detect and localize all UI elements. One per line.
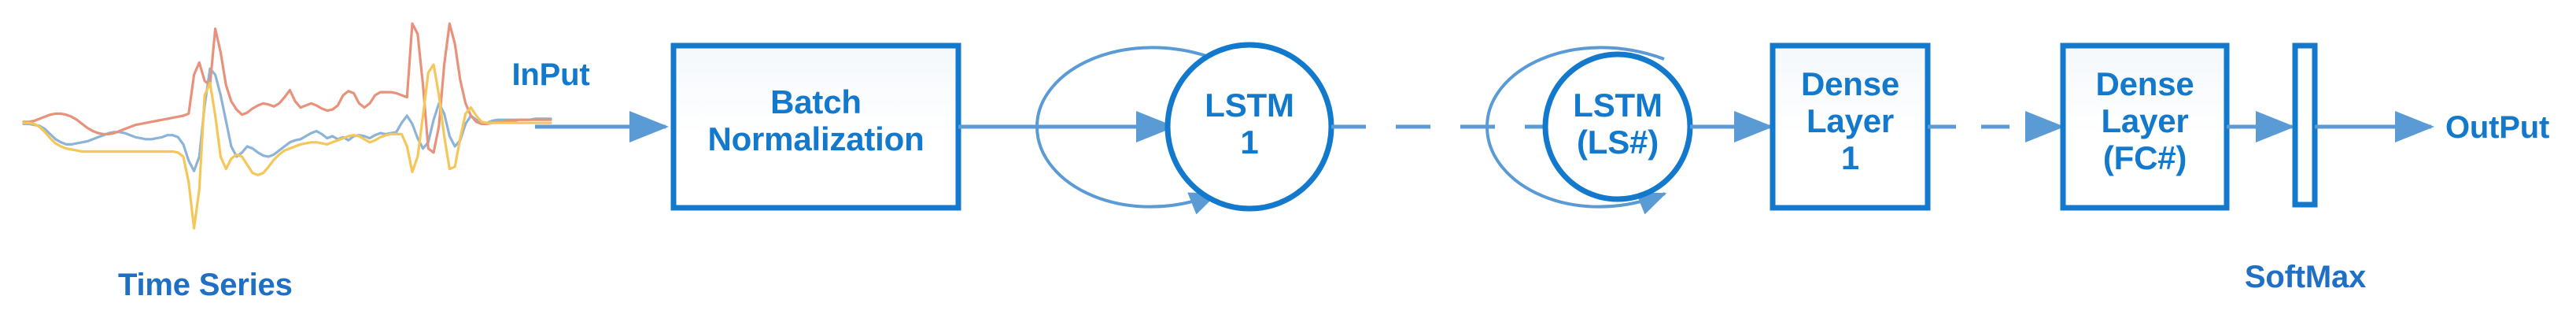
- series-line-channel-1: [22, 67, 552, 172]
- recurrent-loop-lstm1: [1035, 46, 1219, 215]
- node-dense-layer-1[interactable]: [1770, 43, 1931, 211]
- series-line-channel-2: [22, 22, 552, 154]
- recurrent-loop-lstmls: [1485, 46, 1667, 215]
- node-batch-normalization[interactable]: [670, 43, 961, 211]
- node-dense-layer-fc[interactable]: [2060, 43, 2230, 211]
- node-softmax[interactable]: [2292, 43, 2318, 208]
- time-series-plot: [22, 22, 552, 230]
- node-lstm-ls[interactable]: [1542, 51, 1693, 202]
- node-lstm-1[interactable]: [1164, 42, 1334, 212]
- series-line-channel-3: [22, 63, 552, 230]
